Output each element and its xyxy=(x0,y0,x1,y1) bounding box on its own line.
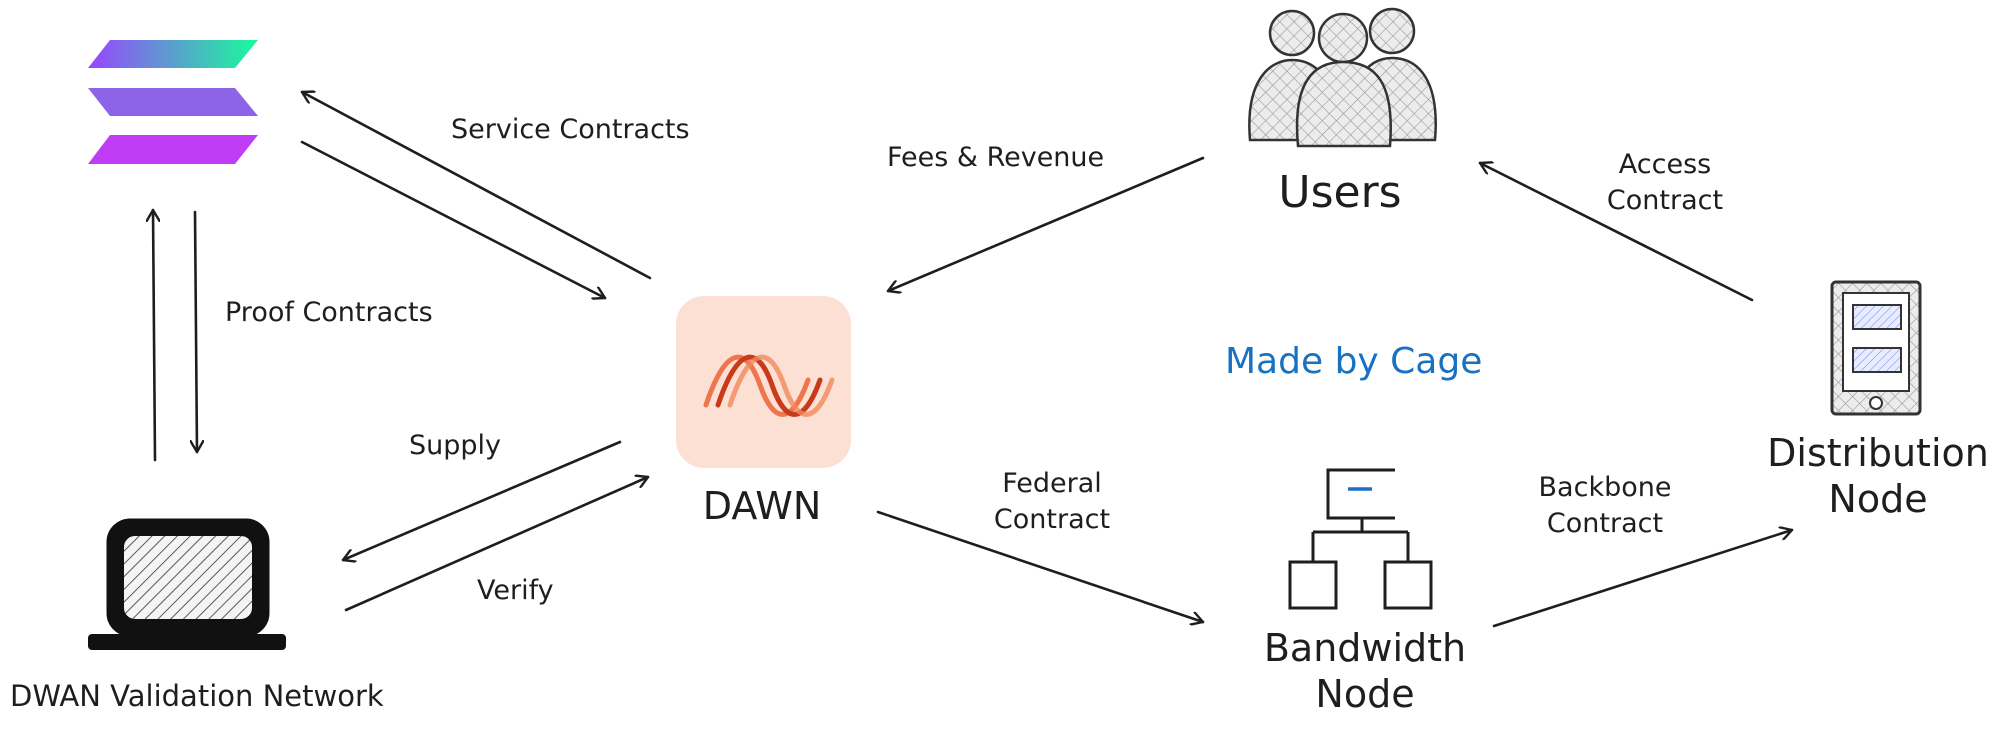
edge-label-access-contract-line2: Contract xyxy=(1606,185,1724,216)
arrow-solana-to-dawn xyxy=(300,140,607,298)
mobile-device-icon xyxy=(1830,280,1922,416)
edge-label-backbone-contract-line2: Contract xyxy=(1546,508,1664,539)
node-label-bandwidth-line2: Node xyxy=(1315,672,1415,716)
node-label-validation: DWAN Validation Network xyxy=(10,679,384,713)
arrow-dawn-to-bandwidth xyxy=(876,510,1205,622)
node-label-users: Users xyxy=(1278,167,1402,218)
edge-label-federal-contract-line2: Contract xyxy=(993,504,1111,535)
edge-label-supply: Supply xyxy=(409,430,502,461)
edge-label-access-contract-line1: Access xyxy=(1618,149,1712,180)
edge-label-access-contract: Access Contract xyxy=(1607,147,1723,219)
network-hierarchy-icon xyxy=(1288,468,1433,610)
edge-label-proof-contracts: Proof Contracts xyxy=(225,297,433,328)
edge-label-backbone-contract-line1: Backbone xyxy=(1538,472,1672,503)
node-label-distribution: Distribution Node xyxy=(1767,430,1989,522)
edge-label-verify: Verify xyxy=(477,575,554,606)
edge-label-fees-revenue: Fees & Revenue xyxy=(887,142,1105,173)
edge-label-backbone-contract: Backbone Contract xyxy=(1539,470,1672,542)
arrow-users-to-dawn xyxy=(886,156,1205,291)
arrow-dawn-to-solana xyxy=(300,92,652,280)
arrow-validation-to-dawn xyxy=(344,477,650,612)
node-label-bandwidth: Bandwidth Node xyxy=(1264,625,1466,717)
node-label-dawn: DAWN xyxy=(702,484,822,528)
arrow-dawn-to-validation xyxy=(341,440,622,560)
solana-logo-icon xyxy=(88,40,258,164)
users-group-icon xyxy=(1248,7,1437,148)
dawn-logo-icon xyxy=(676,296,851,468)
arrow-distribution-to-users xyxy=(1478,163,1754,302)
laptop-icon xyxy=(88,518,286,650)
edge-label-service-contracts: Service Contracts xyxy=(451,114,690,145)
node-label-distribution-line2: Node xyxy=(1828,477,1928,521)
node-label-bandwidth-line1: Bandwidth xyxy=(1263,626,1467,670)
edge-label-federal-contract-line1: Federal xyxy=(1002,468,1102,499)
arrow-solana-to-validation xyxy=(195,210,197,454)
arrow-bandwidth-to-distribution xyxy=(1492,530,1794,628)
credit-text: Made by Cage xyxy=(1225,341,1483,382)
node-label-distribution-line1: Distribution xyxy=(1767,431,1989,475)
arrow-validation-to-solana xyxy=(153,208,155,462)
edge-label-federal-contract: Federal Contract xyxy=(994,466,1110,538)
